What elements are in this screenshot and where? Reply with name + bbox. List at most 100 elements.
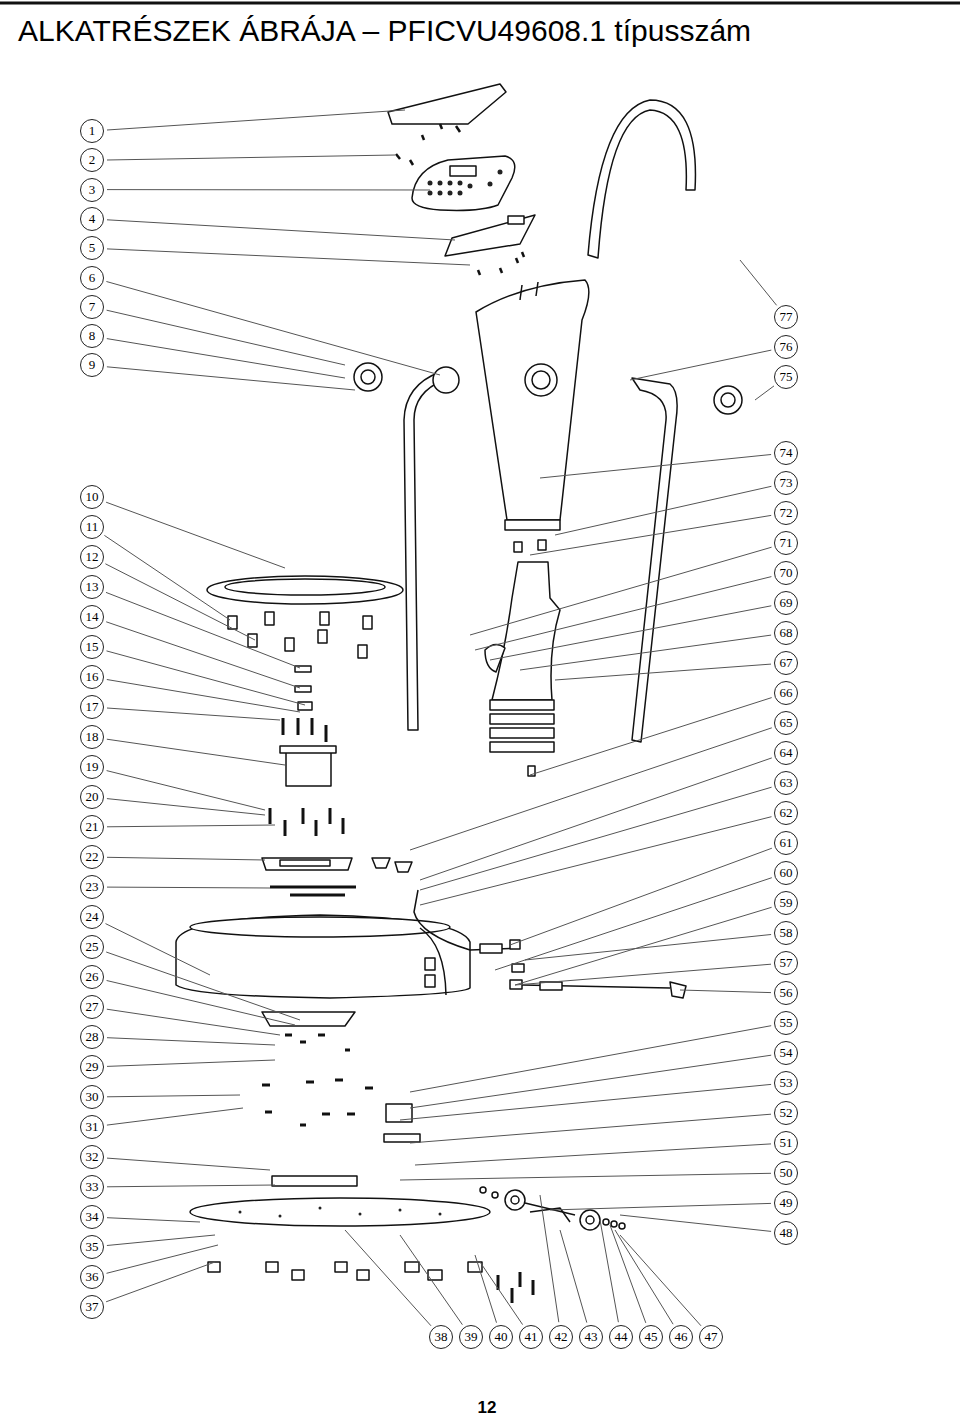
- callout-number: 7: [80, 295, 104, 319]
- callout-number: 61: [774, 831, 798, 855]
- leader-line: [620, 1215, 771, 1231]
- leader-line: [107, 1108, 243, 1125]
- callout-number: 26: [80, 965, 104, 989]
- callout-number: 1: [80, 119, 104, 143]
- callout-number: 46: [669, 1325, 693, 1349]
- callout-number: 52: [774, 1101, 798, 1125]
- leader-line: [107, 739, 285, 765]
- callout-number: 57: [774, 951, 798, 975]
- page-number: 12: [478, 1398, 497, 1416]
- callout-number: 17: [80, 695, 104, 719]
- leader-line: [420, 758, 772, 880]
- callout-number: 37: [80, 1295, 104, 1319]
- callout-number: 9: [80, 353, 104, 377]
- leader-line: [550, 1203, 771, 1210]
- callout-number: 39: [459, 1325, 483, 1349]
- callout-number: 33: [80, 1175, 104, 1199]
- leader-line: [410, 728, 772, 850]
- callout-number: 72: [774, 501, 798, 525]
- leader-line: [755, 386, 774, 400]
- callout-number: 56: [774, 981, 798, 1005]
- callout-number: 62: [774, 801, 798, 825]
- leader-line: [540, 455, 771, 479]
- callout-number: 77: [774, 305, 798, 329]
- callout-number: 29: [80, 1055, 104, 1079]
- callout-number: 70: [774, 561, 798, 585]
- leader-line: [510, 848, 772, 945]
- page-title: ALKATRÉSZEK ÁBRÁJA – PFICVU49608.1 típus…: [18, 14, 751, 48]
- leader-line: [107, 1235, 215, 1246]
- callout-number: 6: [80, 266, 104, 290]
- callout-number: 24: [80, 905, 104, 929]
- leader-line: [345, 1230, 431, 1326]
- leader-line: [106, 952, 300, 1020]
- callout-number: 16: [80, 665, 104, 689]
- callout-number: 44: [609, 1325, 633, 1349]
- leader-line: [106, 592, 300, 668]
- callout-number: 10: [80, 485, 104, 509]
- leader-line: [530, 515, 771, 555]
- callout-number: 74: [774, 441, 798, 465]
- callout-number: 51: [774, 1131, 798, 1155]
- callout-number: 12: [80, 545, 104, 569]
- leader-line: [107, 367, 355, 390]
- callout-number: 22: [80, 845, 104, 869]
- callout-number: 36: [80, 1265, 104, 1289]
- leader-line: [480, 1262, 523, 1325]
- callout-number: 13: [80, 575, 104, 599]
- leader-line: [107, 1095, 240, 1097]
- callout-number: 43: [579, 1325, 603, 1349]
- leader-line: [620, 1235, 701, 1326]
- leader-line: [107, 1218, 200, 1222]
- leader-line: [495, 878, 772, 970]
- leader-line: [107, 339, 345, 378]
- leader-line: [107, 771, 265, 810]
- leader-line: [470, 547, 772, 635]
- callout-number: 25: [80, 935, 104, 959]
- callout-number: 35: [80, 1235, 104, 1259]
- callout-number: 63: [774, 771, 798, 795]
- callout-number: 65: [774, 711, 798, 735]
- callout-number: 27: [80, 995, 104, 1019]
- callout-number: 59: [774, 891, 798, 915]
- callout-number: 50: [774, 1161, 798, 1185]
- leader-line: [520, 635, 771, 670]
- leader-line: [107, 1009, 280, 1035]
- leader-line: [106, 1262, 215, 1302]
- callout-number: 47: [699, 1325, 723, 1349]
- callout-number: 49: [774, 1191, 798, 1215]
- callout-number: 41: [519, 1325, 543, 1349]
- leader-line: [680, 990, 771, 993]
- callout-number: 66: [774, 681, 798, 705]
- callout-number: 53: [774, 1071, 798, 1095]
- callout-number: 28: [80, 1025, 104, 1049]
- leader-line: [107, 220, 455, 240]
- callout-number: 32: [80, 1145, 104, 1169]
- callout-number: 54: [774, 1041, 798, 1065]
- leader-line: [107, 857, 265, 860]
- leader-line: [555, 664, 771, 680]
- leader-line: [107, 249, 470, 265]
- callout-number: 67: [774, 651, 798, 675]
- leader-line: [420, 787, 772, 890]
- callout-number: 14: [80, 605, 104, 629]
- leader-line: [555, 486, 771, 535]
- leader-line: [410, 1114, 771, 1143]
- callout-number: 58: [774, 921, 798, 945]
- callout-number: 5: [80, 236, 104, 260]
- callout-number: 15: [80, 635, 104, 659]
- callout-number: 55: [774, 1011, 798, 1035]
- leader-line: [106, 622, 300, 688]
- callout-number: 71: [774, 531, 798, 555]
- leader-line: [107, 680, 300, 713]
- leader-line: [420, 817, 772, 905]
- leader-line: [610, 1225, 646, 1323]
- callout-number: 18: [80, 725, 104, 749]
- leader-line: [105, 564, 255, 640]
- callout-number: 2: [80, 148, 104, 172]
- leader-line: [107, 651, 306, 705]
- leader-line: [415, 1144, 771, 1165]
- leader-line: [107, 1038, 275, 1045]
